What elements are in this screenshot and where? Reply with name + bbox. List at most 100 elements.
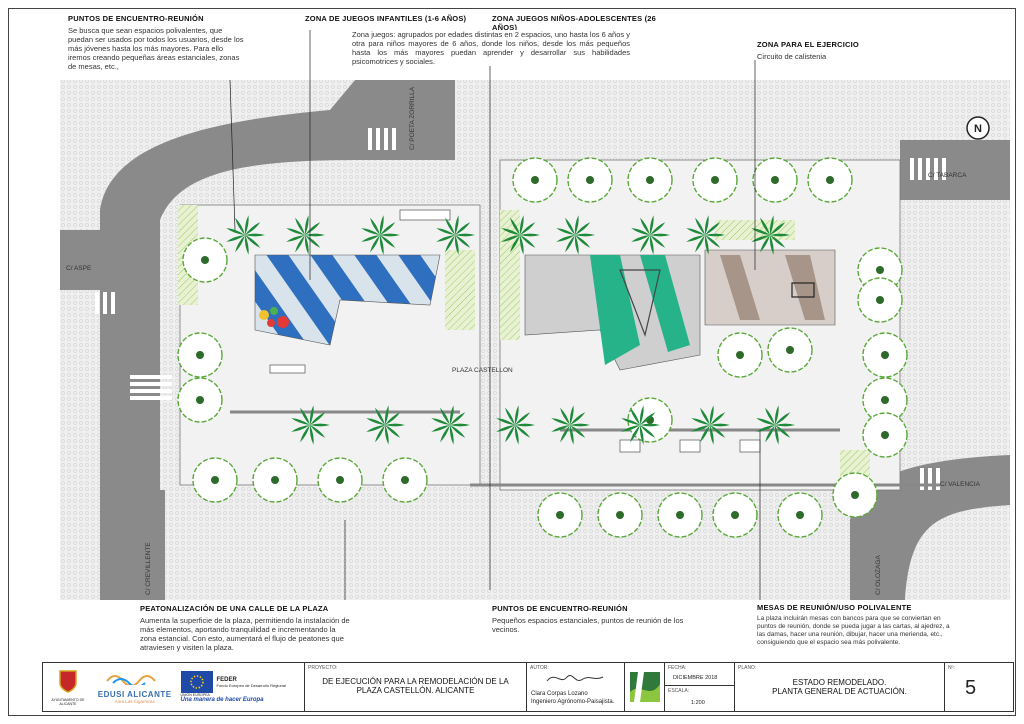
palm-icon [501,215,540,255]
note-ejercicio: ZONA PARA EL EJERCICIO Circuito de calis… [757,40,887,61]
fecha-cell: FECHA: DICIEMBRE 2018 ESCALA: 1:200 [665,663,735,711]
proyecto-cell: PROYECTO: DE EJECUCIÓN PARA LA REMODELAC… [305,663,527,711]
note-title: ZONA DE JUEGOS INFANTILES (1-6 AÑOS) [305,14,467,23]
city-shield-icon [59,669,77,693]
tree-icon [252,457,298,503]
city-caption: AYUNTAMIENTO DE ALICANTE [51,697,85,706]
edusi-logo: EDUSI ALICANTE Área Las Cigarreras [95,671,175,704]
tree-icon [512,157,558,203]
palm-icon [551,405,590,445]
note-body: La plaza incluirán mesas con bancos para… [757,615,950,646]
tree-icon [182,237,228,283]
note-title: MESAS DE REUNIÓN/USO POLIVALENTE [757,603,912,612]
note-encuentro-bottom: PUNTOS DE ENCUENTRO-REUNIÓN Pequeños esp… [492,604,707,634]
proyecto-text: DE EJECUCIÓN PARA LA REMODELACIÓN DE LA … [322,677,509,695]
tree-icon [767,327,813,373]
climbing-net [619,269,661,338]
tree-icon [777,492,823,538]
exercise-stripes [720,255,825,320]
eu-caption: UNIÓN EUROPEA [180,693,210,697]
tree-icon [807,157,853,203]
plano-label: PLANO: [738,665,757,671]
title-block: AYUNTAMIENTO DE ALICANTE EDUSI ALICANTE … [42,662,1014,712]
street-label-aspe: C/ ASPE [66,265,92,272]
tree-icon [627,157,673,203]
street-label-crevillente: C/ CREVILLENTE [145,542,152,595]
north-arrow-icon: N [966,116,990,140]
tree-icon [597,492,643,538]
palm-icon [686,215,725,255]
plano-text-2: PLANTA GENERAL DE ACTUACIÓN. [772,687,907,696]
plaza-label: PLAZA CASTELLON [452,367,513,374]
feder-title: FEDER [216,676,237,683]
plan-number: 5 [965,677,977,699]
adolescent-teal-stripes [590,255,690,365]
palm-icon [291,405,330,445]
tree-icon [317,457,363,503]
note-juegos-adolescentes: ZONA JUEGOS NIÑOS-ADOLESCENTES (26 AÑOS) [492,14,672,35]
palm-icon [756,405,795,445]
crosswalks [95,128,946,490]
edusi-title: EDUSI ALICANTE [97,689,172,699]
note-peatonalizacion: PEATONALIZACIÓN DE UNA CALLE DE LA PLAZA… [140,604,350,652]
palm-icon [436,215,475,255]
infant-play-area [254,254,441,346]
note-title: PUNTOS DE ENCUENTRO-REUNIÓN [68,14,204,23]
escala-value: 1:200 [691,700,705,706]
landscape-logo-icon [629,672,660,702]
palm-icon [226,215,265,255]
tree-icon [192,457,238,503]
tree-icon [382,457,428,503]
note-title: ZONA JUEGOS NIÑOS-ADOLESCENTES (26 AÑOS) [492,14,657,32]
sheet-frame [8,8,1016,716]
street-label-tabarca: C/ TABARCA [928,172,967,179]
tree-icon [657,492,703,538]
note-juegos-body: Zona juegos: agrupados por edades distin… [352,30,630,66]
tree-icon [537,492,583,538]
note-title: ZONA PARA EL EJERCICIO [757,40,859,49]
tree-icon [862,332,908,378]
note-body: Circuito de calistenia [757,52,827,61]
tree-icon [717,332,763,378]
tree-icon [177,377,223,423]
tree-icon [567,157,613,203]
tree-icon [692,157,738,203]
tree-icon [862,377,908,423]
escala-label: ESCALA: [668,688,690,694]
edusi-waves-icon [105,674,156,688]
eu-logo: FEDER Fondo Europeo de Desarrollo Region… [180,671,301,703]
proyecto-label: PROYECTO: [308,665,338,671]
palm-icon [366,405,405,445]
numero-label: Nº: [948,665,955,671]
note-body: Aumenta la superficie de la plaza, permi… [140,616,350,652]
autor-title: Ingeniero Agrónomo-Paisajista. [531,699,615,705]
palm-icon [431,405,470,445]
street-label-olozaga: C/ OLOZAGA [875,555,882,595]
fecha-label: FECHA: [668,665,687,671]
benches [269,209,761,453]
note-body: Se busca que sean espacios polivalentes,… [68,26,244,71]
tree-icon [177,332,223,378]
street-label-poeta-zorrilla: C/ POETA ZORRILLA [409,86,416,150]
palm-icon [751,215,790,255]
note-mesas: MESAS DE REUNIÓN/USO POLIVALENTE La plaz… [757,604,952,647]
palm-icon [496,405,535,445]
note-encuentro-top: PUNTOS DE ENCUENTRO-REUNIÓN Se busca que… [68,14,246,71]
edusi-subtitle: Área Las Cigarreras [114,698,155,704]
city-shield-logo: AYUNTAMIENTO DE ALICANTE [47,669,89,706]
logos-cell: AYUNTAMIENTO DE ALICANTE EDUSI ALICANTE … [43,663,305,711]
trees [177,157,908,538]
tree-icon [857,277,903,323]
palm-icon [691,405,730,445]
note-body: Zona juegos: agrupados por edades distin… [352,30,630,66]
plano-cell: PLANO: ESTADO REMODELADO. PLANTA GENERAL… [735,663,945,711]
note-title: PEATONALIZACIÓN DE UNA CALLE DE LA PLAZA [140,604,329,613]
calisthenics-bars [791,282,815,298]
tree-icon [752,157,798,203]
numero-cell: Nº: 5 [945,663,1013,711]
street-label-valencia: C/ VALENCIA [940,481,981,488]
autor-label: AUTOR: [530,665,549,671]
tree-icon [832,472,878,518]
fecha-value: DICIEMBRE 2018 [673,675,718,681]
